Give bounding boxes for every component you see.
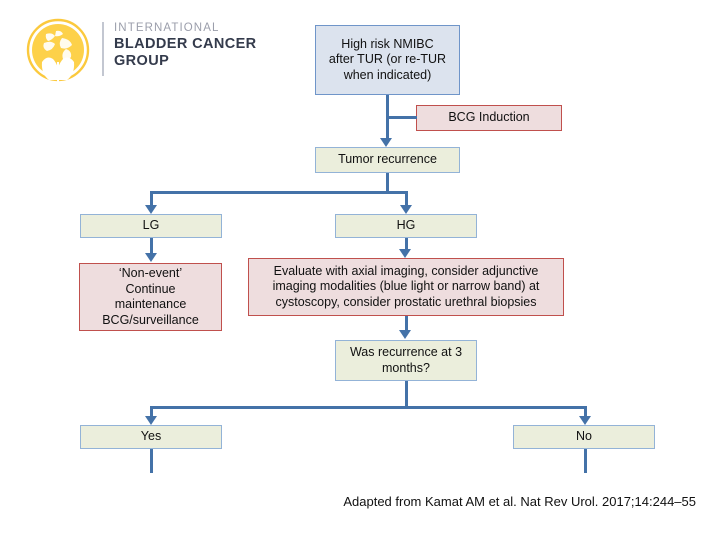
node-high-risk-nmibc-label: High risk NMIBC after TUR (or re-TUR whe… [328, 36, 447, 82]
organization-logo: INTERNATIONAL BLADDER CANCER GROUP [26, 16, 266, 86]
source-citation: Adapted from Kamat AM et al. Nat Rev Uro… [343, 494, 696, 509]
node-lg: LG [80, 214, 222, 238]
connector-split-bus-lg-hg [150, 191, 408, 194]
connector-bus-to-no [584, 406, 587, 417]
node-bcg-induction-label: BCG Induction [448, 110, 530, 125]
node-high-risk-nmibc: High risk NMIBC after TUR (or re-TUR whe… [315, 25, 460, 95]
arrowhead-to-lg [145, 205, 157, 214]
connector-no-continuation [584, 449, 587, 473]
arrowhead-to-yes [145, 416, 157, 425]
node-yes: Yes [80, 425, 222, 449]
logo-line-group: GROUP [114, 53, 170, 69]
arrowhead-to-hg [400, 205, 412, 214]
node-recurrence-question: Was recurrence at 3 months? [335, 340, 477, 381]
node-hg: HG [335, 214, 477, 238]
node-evaluate-imaging: Evaluate with axial imaging, consider ad… [248, 258, 564, 316]
connector-recurrence-down [386, 173, 389, 193]
connector-yes-continuation [150, 449, 153, 473]
node-non-event-label: ‘Non-event’ Continue maintenance BCG/sur… [102, 266, 199, 327]
connector-question-down [405, 381, 408, 408]
node-evaluate-imaging-label: Evaluate with axial imaging, consider ad… [272, 263, 540, 309]
connector-split-bus-yes-no [150, 406, 586, 409]
logo-divider [102, 22, 104, 76]
arrowhead-to-evaluate [399, 249, 411, 258]
node-tumor-recurrence-label: Tumor recurrence [338, 152, 437, 167]
logo-line-bladder-cancer: BLADDER CANCER [114, 36, 257, 52]
logo-line-international: INTERNATIONAL [114, 22, 220, 34]
connector-hg-to-evaluate [405, 238, 408, 250]
node-hg-label: HG [396, 218, 416, 233]
logo-wordmark: INTERNATIONAL BLADDER CANCER GROUP [114, 21, 274, 70]
arrowhead-to-question [399, 330, 411, 339]
node-no-label: No [576, 429, 592, 444]
node-no: No [513, 425, 655, 449]
arrowhead-to-tumor-recurrence [380, 138, 392, 147]
node-non-event: ‘Non-event’ Continue maintenance BCG/sur… [79, 263, 222, 331]
connector-bus-to-hg [405, 191, 408, 206]
connector-bus-to-lg [150, 191, 153, 206]
node-recurrence-question-label: Was recurrence at 3 months? [349, 345, 463, 375]
connector-lg-to-non-event [150, 238, 153, 254]
connector-bcg-induction [386, 116, 417, 119]
connector-bus-to-yes [150, 406, 153, 417]
node-bcg-induction: BCG Induction [416, 105, 562, 131]
node-tumor-recurrence: Tumor recurrence [315, 147, 460, 173]
arrowhead-to-non-event [145, 253, 157, 262]
connector-evaluate-to-question [405, 316, 408, 331]
node-lg-label: LG [142, 218, 160, 233]
node-yes-label: Yes [140, 429, 162, 444]
globe-in-hands-icon [26, 18, 90, 82]
arrowhead-to-no [579, 416, 591, 425]
